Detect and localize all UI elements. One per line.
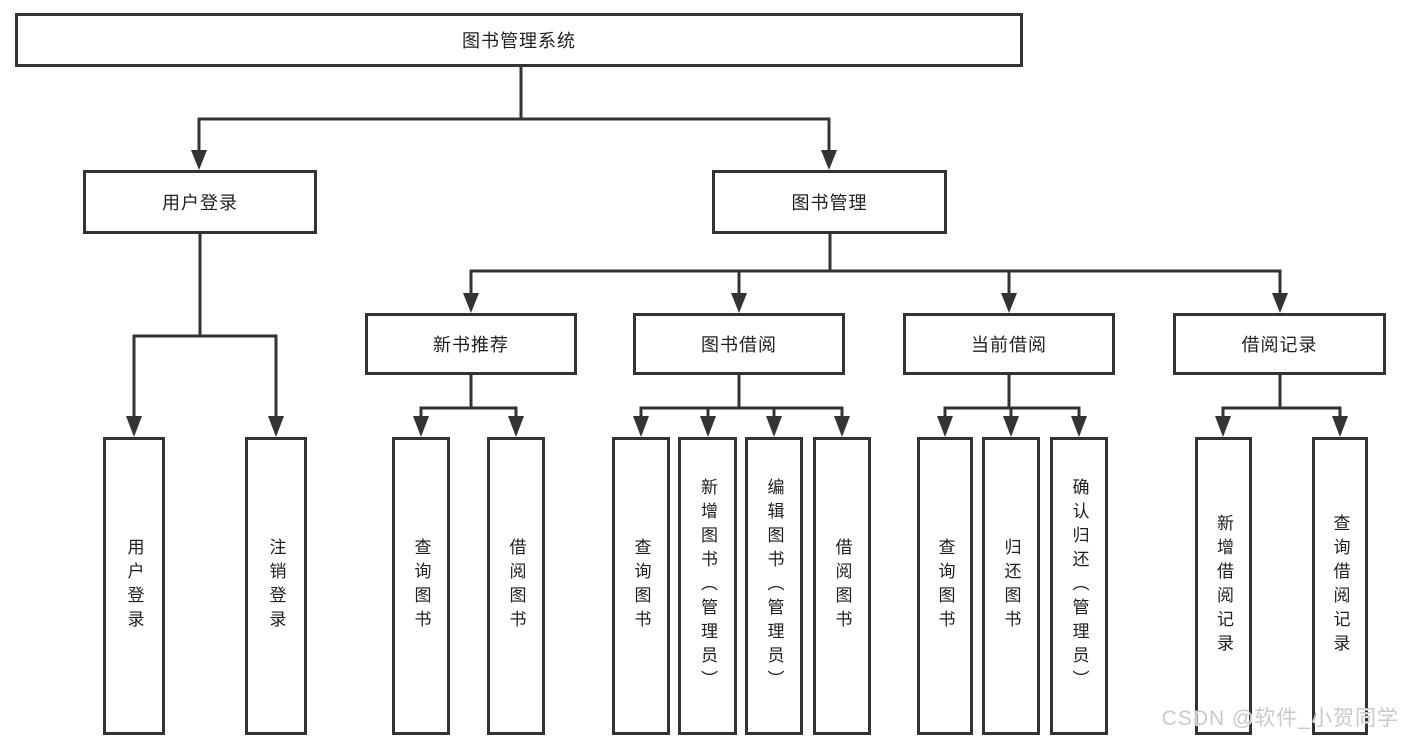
leaf-label: 借阅图书 — [506, 538, 526, 634]
leaf-label: 编辑图书（管理员） — [764, 478, 784, 694]
leaf-user-login: 用户登录 — [103, 437, 165, 735]
leaf-label: 归还图书 — [1001, 538, 1021, 634]
leaf-query-books-recommend: 查询图书 — [392, 437, 450, 735]
node-user-login: 用户登录 — [83, 170, 317, 234]
node-library-management-system: 图书管理系统 — [15, 13, 1023, 67]
node-book-borrowing: 图书借阅 — [633, 313, 845, 375]
leaf-label: 注销登录 — [266, 538, 286, 634]
node-label: 用户登录 — [162, 193, 238, 213]
leaf-label: 确认归还（管理员） — [1069, 478, 1089, 694]
node-label: 当前借阅 — [971, 335, 1047, 355]
leaf-query-books-current: 查询图书 — [917, 437, 973, 735]
leaf-add-borrow-record: 新增借阅记录 — [1195, 437, 1252, 735]
leaf-label: 新增借阅记录 — [1214, 514, 1233, 658]
leaf-label: 查询借阅记录 — [1330, 514, 1350, 658]
node-label: 图书借阅 — [701, 335, 777, 355]
leaf-label: 查询图书 — [935, 538, 955, 634]
leaf-label: 借阅图书 — [832, 538, 852, 634]
leaf-query-borrow-record: 查询借阅记录 — [1312, 437, 1368, 735]
leaf-add-book-admin: 新增图书（管理员） — [678, 437, 737, 735]
node-label: 新书推荐 — [433, 335, 509, 355]
node-label: 借阅记录 — [1241, 335, 1318, 355]
leaf-return-books: 归还图书 — [982, 437, 1040, 735]
node-label: 图书管理系统 — [462, 31, 576, 51]
leaf-borrow-books-recommend: 借阅图书 — [487, 437, 545, 735]
node-book-management: 图书管理 — [712, 170, 947, 234]
leaf-edit-book-admin: 编辑图书（管理员） — [745, 437, 803, 735]
leaf-label: 新增图书（管理员） — [698, 478, 717, 694]
leaf-query-books-borrowing: 查询图书 — [612, 437, 670, 735]
node-borrow-records: 借阅记录 — [1173, 313, 1386, 375]
leaf-label: 查询图书 — [631, 538, 651, 634]
node-label: 图书管理 — [791, 193, 868, 213]
leaf-borrow-books-borrowing: 借阅图书 — [813, 437, 871, 735]
node-current-borrowing: 当前借阅 — [903, 313, 1115, 375]
leaf-logout: 注销登录 — [245, 437, 307, 735]
leaf-label: 查询图书 — [411, 538, 431, 634]
leaf-confirm-return-admin: 确认归还（管理员） — [1050, 437, 1108, 735]
csdn-watermark: CSDN @软件_小贺同学 — [1161, 707, 1399, 730]
node-new-book-recommendation: 新书推荐 — [365, 313, 577, 375]
leaf-label: 用户登录 — [124, 538, 144, 634]
